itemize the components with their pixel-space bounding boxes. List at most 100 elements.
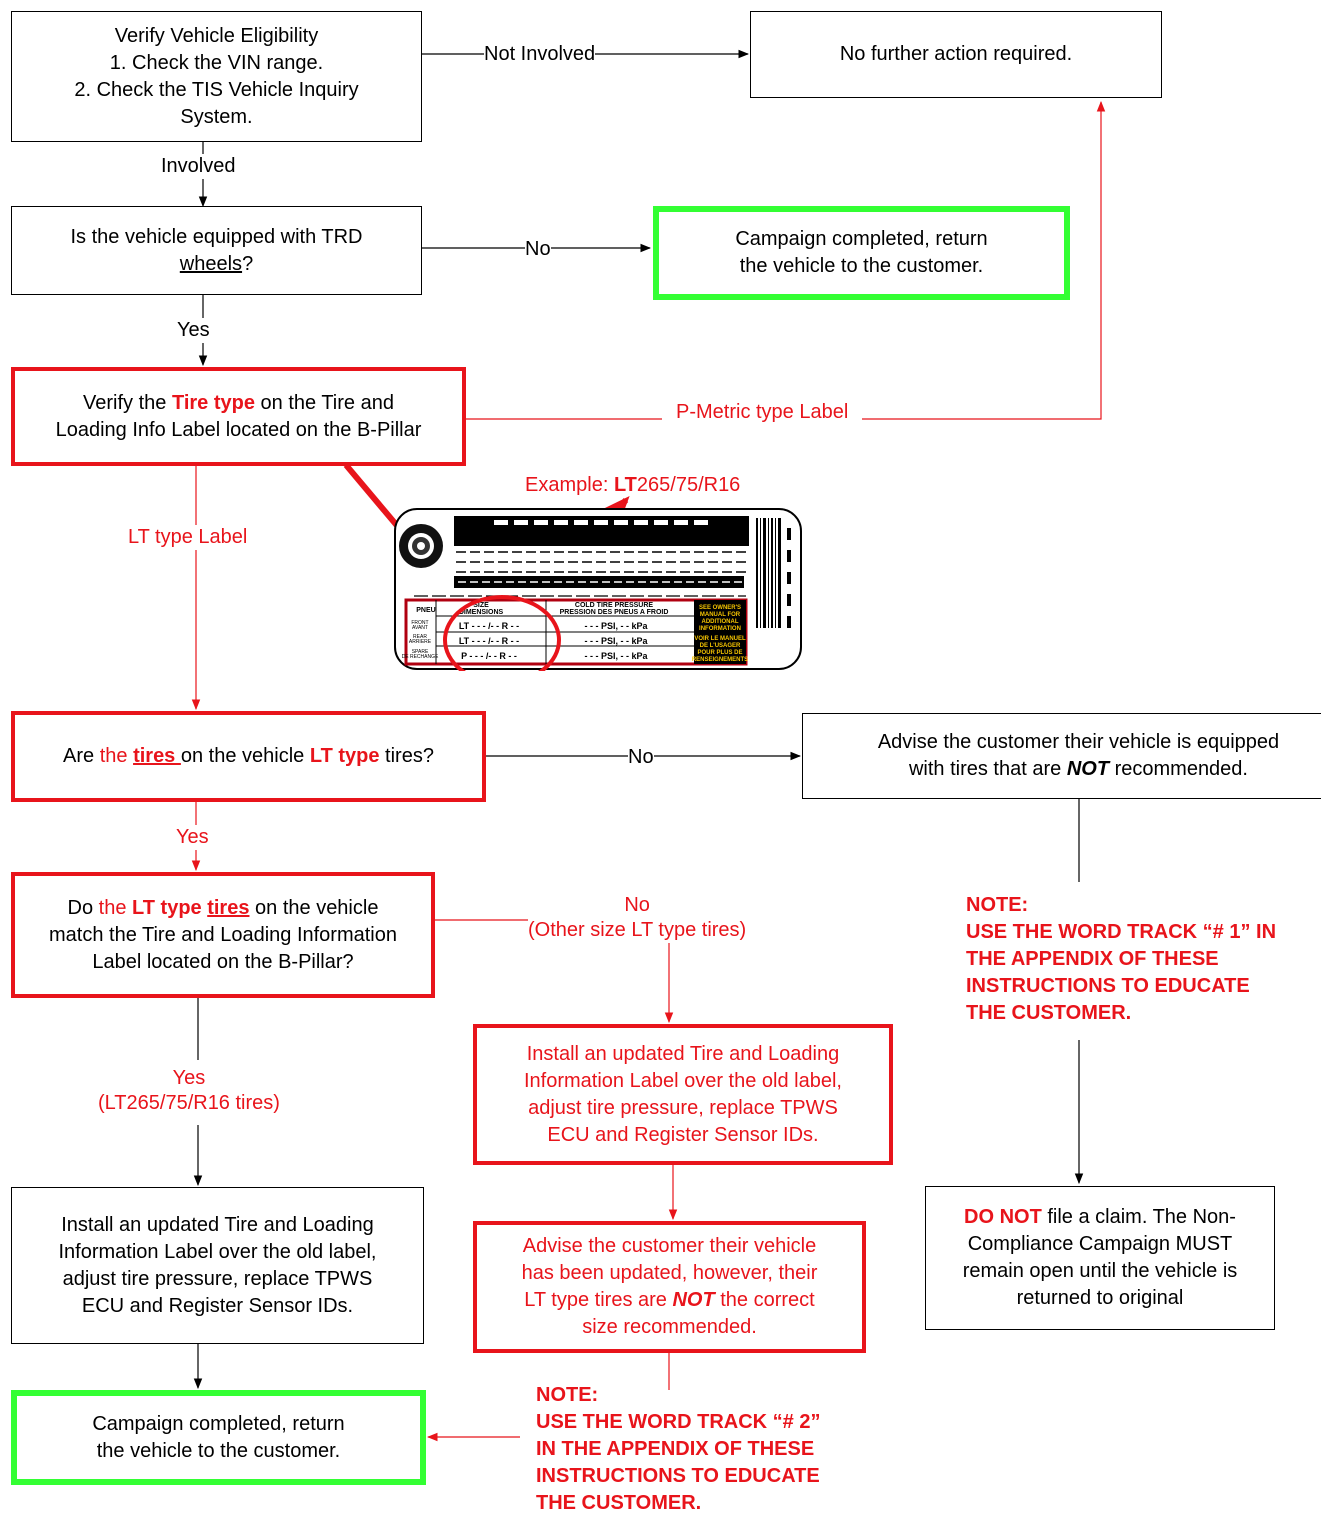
note1-line2: USE THE WORD TRACK “# 1” IN bbox=[966, 921, 1277, 943]
do-not-file-line4: returned to original bbox=[1016, 1287, 1184, 1309]
yes-lt265-line1: Yes bbox=[172, 1067, 206, 1089]
svg-text:SPARE: SPARE bbox=[412, 649, 429, 655]
install-label-black-box: Install an updated Tire and Loading Info… bbox=[11, 1187, 424, 1344]
advise-not-recommended-box: Advise the customer their vehicle is equ… bbox=[802, 713, 1321, 799]
match-line3: Label located on the B-Pillar? bbox=[92, 950, 354, 973]
verify-eligibility-box: Verify Vehicle Eligibility 1. Check the … bbox=[11, 11, 422, 142]
verify-eligibility-step1: 1. Check the VIN range. bbox=[109, 51, 324, 74]
advise-updated-post3: the correct bbox=[714, 1289, 815, 1311]
svg-text:P - - - /- - R - -: P - - - /- - R - - bbox=[461, 651, 517, 661]
label-yes-lt265: Yes (LT265/75/R16 tires) bbox=[98, 1066, 280, 1116]
note1-line1: NOTE: bbox=[966, 894, 1029, 916]
label-p-metric: P-Metric type Label bbox=[662, 400, 863, 425]
match-label-box: Do the LT type tires on the vehicle matc… bbox=[11, 872, 435, 998]
advise-updated-line2: has been updated, however, their bbox=[521, 1262, 818, 1284]
svg-text:- - - PSI, - - kPa: - - - PSI, - - kPa bbox=[584, 651, 648, 661]
lt-q-red-the: the bbox=[99, 745, 134, 767]
do-not-file-line2: Compliance Campaign MUST bbox=[967, 1233, 1233, 1255]
note2-line5: THE CUSTOMER. bbox=[536, 1492, 702, 1514]
label-yes-trd: Yes bbox=[177, 318, 210, 343]
install-red-line1: Install an updated Tire and Loading bbox=[526, 1042, 840, 1065]
campaign-completed-bottom-box: Campaign completed, return the vehicle t… bbox=[11, 1390, 426, 1485]
svg-text:ARRIERE: ARRIERE bbox=[409, 639, 432, 645]
note-word-track-2: NOTE: USE THE WORD TRACK “# 2” IN THE AP… bbox=[536, 1382, 820, 1517]
install-red-line3: adjust tire pressure, replace TPWS bbox=[528, 1096, 838, 1119]
note1-line3: THE APPENDIX OF THESE bbox=[966, 948, 1219, 970]
install-red-line4: ECU and Register Sensor IDs. bbox=[547, 1123, 819, 1146]
svg-text:PRESSION DES PNEUS A FROID: PRESSION DES PNEUS A FROID bbox=[560, 609, 669, 616]
campaign-completed-bottom-line1: Campaign completed, return bbox=[92, 1412, 345, 1435]
svg-text:SIZE: SIZE bbox=[473, 602, 489, 609]
install-label-red-box: Install an updated Tire and Loading Info… bbox=[473, 1024, 893, 1165]
do-not-file-box: DO NOT file a claim. The Non- Compliance… bbox=[925, 1186, 1275, 1330]
tire-type-emphasis: Tire type bbox=[171, 391, 255, 414]
no-further-action-text: No further action required. bbox=[839, 43, 1073, 65]
svg-text:LT - - - /- - R - -: LT - - - /- - R - - bbox=[459, 636, 519, 646]
svg-text:INFORMATION: INFORMATION bbox=[699, 626, 741, 632]
svg-text:COLD TIRE PRESSURE: COLD TIRE PRESSURE bbox=[575, 602, 654, 609]
advise-updated-pre3: LT type tires are bbox=[524, 1289, 673, 1311]
svg-text:FRONT: FRONT bbox=[411, 620, 428, 626]
advise-not-recommended-post2: recommended. bbox=[1109, 758, 1248, 780]
svg-text:- - - PSI, - - kPa: - - - PSI, - - kPa bbox=[584, 621, 648, 631]
note2-line4: INSTRUCTIONS TO EDUCATE bbox=[536, 1465, 820, 1487]
verify-tire-type-box: Verify the Tire type on the Tire and Loa… bbox=[11, 367, 466, 466]
match-post: on the vehicle bbox=[249, 896, 379, 919]
verify-tire-type-line2: Loading Info Label located on the B-Pill… bbox=[55, 418, 422, 441]
trd-wheels-box: Is the vehicle equipped with TRD wheels? bbox=[11, 206, 422, 295]
svg-text:MANUAL FOR: MANUAL FOR bbox=[700, 612, 741, 618]
no-other-size-line2: (Other size LT type tires) bbox=[528, 919, 747, 941]
svg-text:DE RECHANGE: DE RECHANGE bbox=[402, 654, 439, 660]
example-post: 265/75/R16 bbox=[636, 474, 741, 496]
svg-text:DIMENSIONS: DIMENSIONS bbox=[459, 609, 504, 616]
campaign-completed-top-line1: Campaign completed, return bbox=[735, 228, 988, 250]
campaign-completed-top-box: Campaign completed, return the vehicle t… bbox=[653, 206, 1070, 300]
svg-text:- - - PSI, - - kPa: - - - PSI, - - kPa bbox=[584, 636, 648, 646]
install-black-line4: ECU and Register Sensor IDs. bbox=[81, 1294, 354, 1317]
svg-text:AVANT: AVANT bbox=[412, 625, 428, 631]
verify-eligibility-title: Verify Vehicle Eligibility bbox=[114, 24, 319, 47]
match-lt-type: LT type bbox=[132, 896, 208, 919]
match-pre: Do bbox=[67, 896, 99, 919]
advise-updated-box: Advise the customer their vehicle has be… bbox=[473, 1221, 866, 1353]
barcode-icon bbox=[756, 518, 791, 628]
advise-not-recommended-line1: Advise the customer their vehicle is equ… bbox=[877, 731, 1280, 753]
svg-text:VOIR LE MANUEL: VOIR LE MANUEL bbox=[694, 636, 746, 642]
trd-wheels-line1: Is the vehicle equipped with TRD bbox=[70, 225, 363, 248]
note1-line4: INSTRUCTIONS TO EDUCATE bbox=[966, 975, 1250, 997]
install-black-line2: Information Label over the old label, bbox=[58, 1240, 377, 1263]
verify-eligibility-step2: 2. Check the TIS Vehicle Inquiry bbox=[74, 78, 359, 101]
lt-q-mid: on the vehicle bbox=[180, 745, 310, 767]
label-no-trd: No bbox=[525, 237, 551, 262]
trd-wheels-underlined: wheels bbox=[179, 252, 243, 275]
tire-loading-label-image: PNEU SIZE DIMENSIONS COLD TIRE PRESSURE … bbox=[394, 508, 802, 671]
lt-q-post: tires? bbox=[379, 745, 434, 767]
install-black-line3: adjust tire pressure, replace TPWS bbox=[62, 1267, 373, 1290]
lt-tires-question-box: Are the tires on the vehicle LT type tir… bbox=[11, 711, 486, 802]
svg-text:REAR: REAR bbox=[413, 634, 427, 640]
match-line2: match the Tire and Loading Information bbox=[49, 923, 397, 946]
do-not-file-line3: remain open until the vehicle is bbox=[962, 1260, 1238, 1282]
label-no-lt: No bbox=[628, 745, 654, 770]
install-black-line1: Install an updated Tire and Loading bbox=[61, 1213, 374, 1236]
advise-updated-line4: size recommended. bbox=[582, 1316, 757, 1338]
do-not-emphasis: DO NOT bbox=[964, 1206, 1042, 1228]
advise-updated-not: NOT bbox=[672, 1289, 715, 1311]
match-tires: tires bbox=[207, 896, 250, 919]
label-example: Example: LT265/75/R16 bbox=[525, 473, 740, 498]
match-red-the: the bbox=[98, 896, 133, 919]
svg-text:ADDITIONAL: ADDITIONAL bbox=[702, 619, 739, 625]
label-yes-lt: Yes bbox=[176, 825, 209, 850]
verify-tire-type-pre: Verify the bbox=[83, 391, 172, 414]
install-red-line2: Information Label over the old label, bbox=[524, 1069, 842, 1092]
advise-updated-line1: Advise the customer their vehicle bbox=[522, 1235, 817, 1257]
trd-wheels-qmark: ? bbox=[242, 252, 254, 275]
label-no-other-size: No (Other size LT type tires) bbox=[528, 893, 747, 943]
label-involved: Involved bbox=[161, 154, 236, 179]
svg-text:RENSEIGNEMENTS: RENSEIGNEMENTS bbox=[692, 657, 748, 663]
verify-tire-type-post: on the Tire and bbox=[254, 391, 394, 414]
lt-q-pre: Are bbox=[63, 745, 100, 767]
no-other-size-line1: No bbox=[624, 894, 650, 916]
example-lt: LT bbox=[613, 474, 637, 496]
example-pre: Example: bbox=[525, 474, 614, 496]
